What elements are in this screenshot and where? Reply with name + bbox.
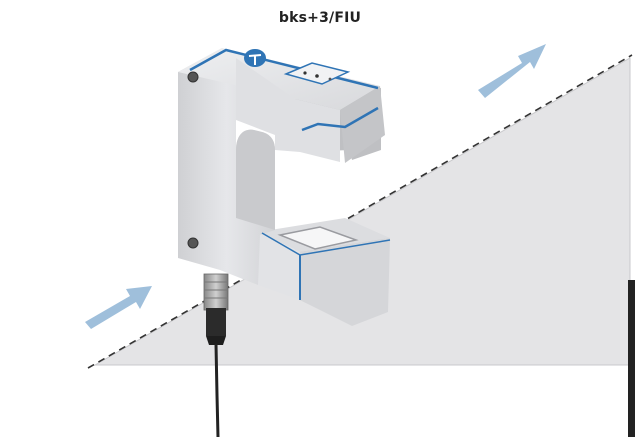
direction-arrow-icon [478, 44, 546, 98]
cable-connector [203, 273, 229, 345]
web-guide-line [87, 54, 633, 369]
receiver-window [277, 226, 359, 250]
screw-hole-bottom-icon [187, 237, 199, 249]
fork-sensor [178, 48, 391, 326]
direction-arrow-icon [85, 286, 152, 329]
sensor-logo-icon [244, 49, 266, 67]
screw-hole-top-icon [187, 71, 199, 83]
cable [214, 343, 220, 437]
diagram-title: bks+3/FIU [278, 10, 362, 26]
material-web [93, 57, 631, 366]
web-right-edge [628, 280, 635, 437]
led-indicator-icon [283, 62, 351, 85]
